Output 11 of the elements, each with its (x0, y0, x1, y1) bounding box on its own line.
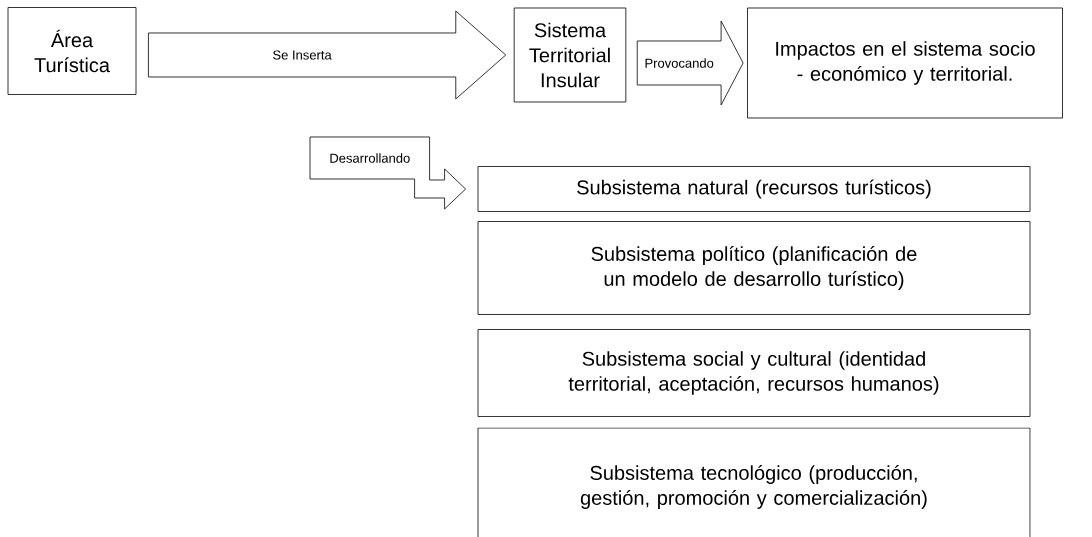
text-box: Subsistema social y cultural (identidad territorial, aceptación, recursos humanos) (477, 329, 1031, 417)
text-box: Subsistema natural (recursos turísticos) (477, 166, 1031, 212)
arrow-label: Provocando (643, 57, 715, 69)
text-box: Impactos en el sistema socio - económico y territorial. (747, 7, 1063, 119)
arrow-label: Se Inserta (271, 49, 333, 61)
arrow-label: Desarrollando (328, 152, 412, 164)
block-arrow (148, 10, 507, 100)
text-box: Subsistema político (planificación de un modelo de desarrollo turístico) (477, 221, 1031, 315)
text-box: Área Turística (7, 7, 137, 95)
text-box: Sistema Territorial Insular (513, 7, 627, 103)
text-box: Subsistema tecnológico (producción, gestión, promoción y comercialización) (477, 427, 1031, 537)
